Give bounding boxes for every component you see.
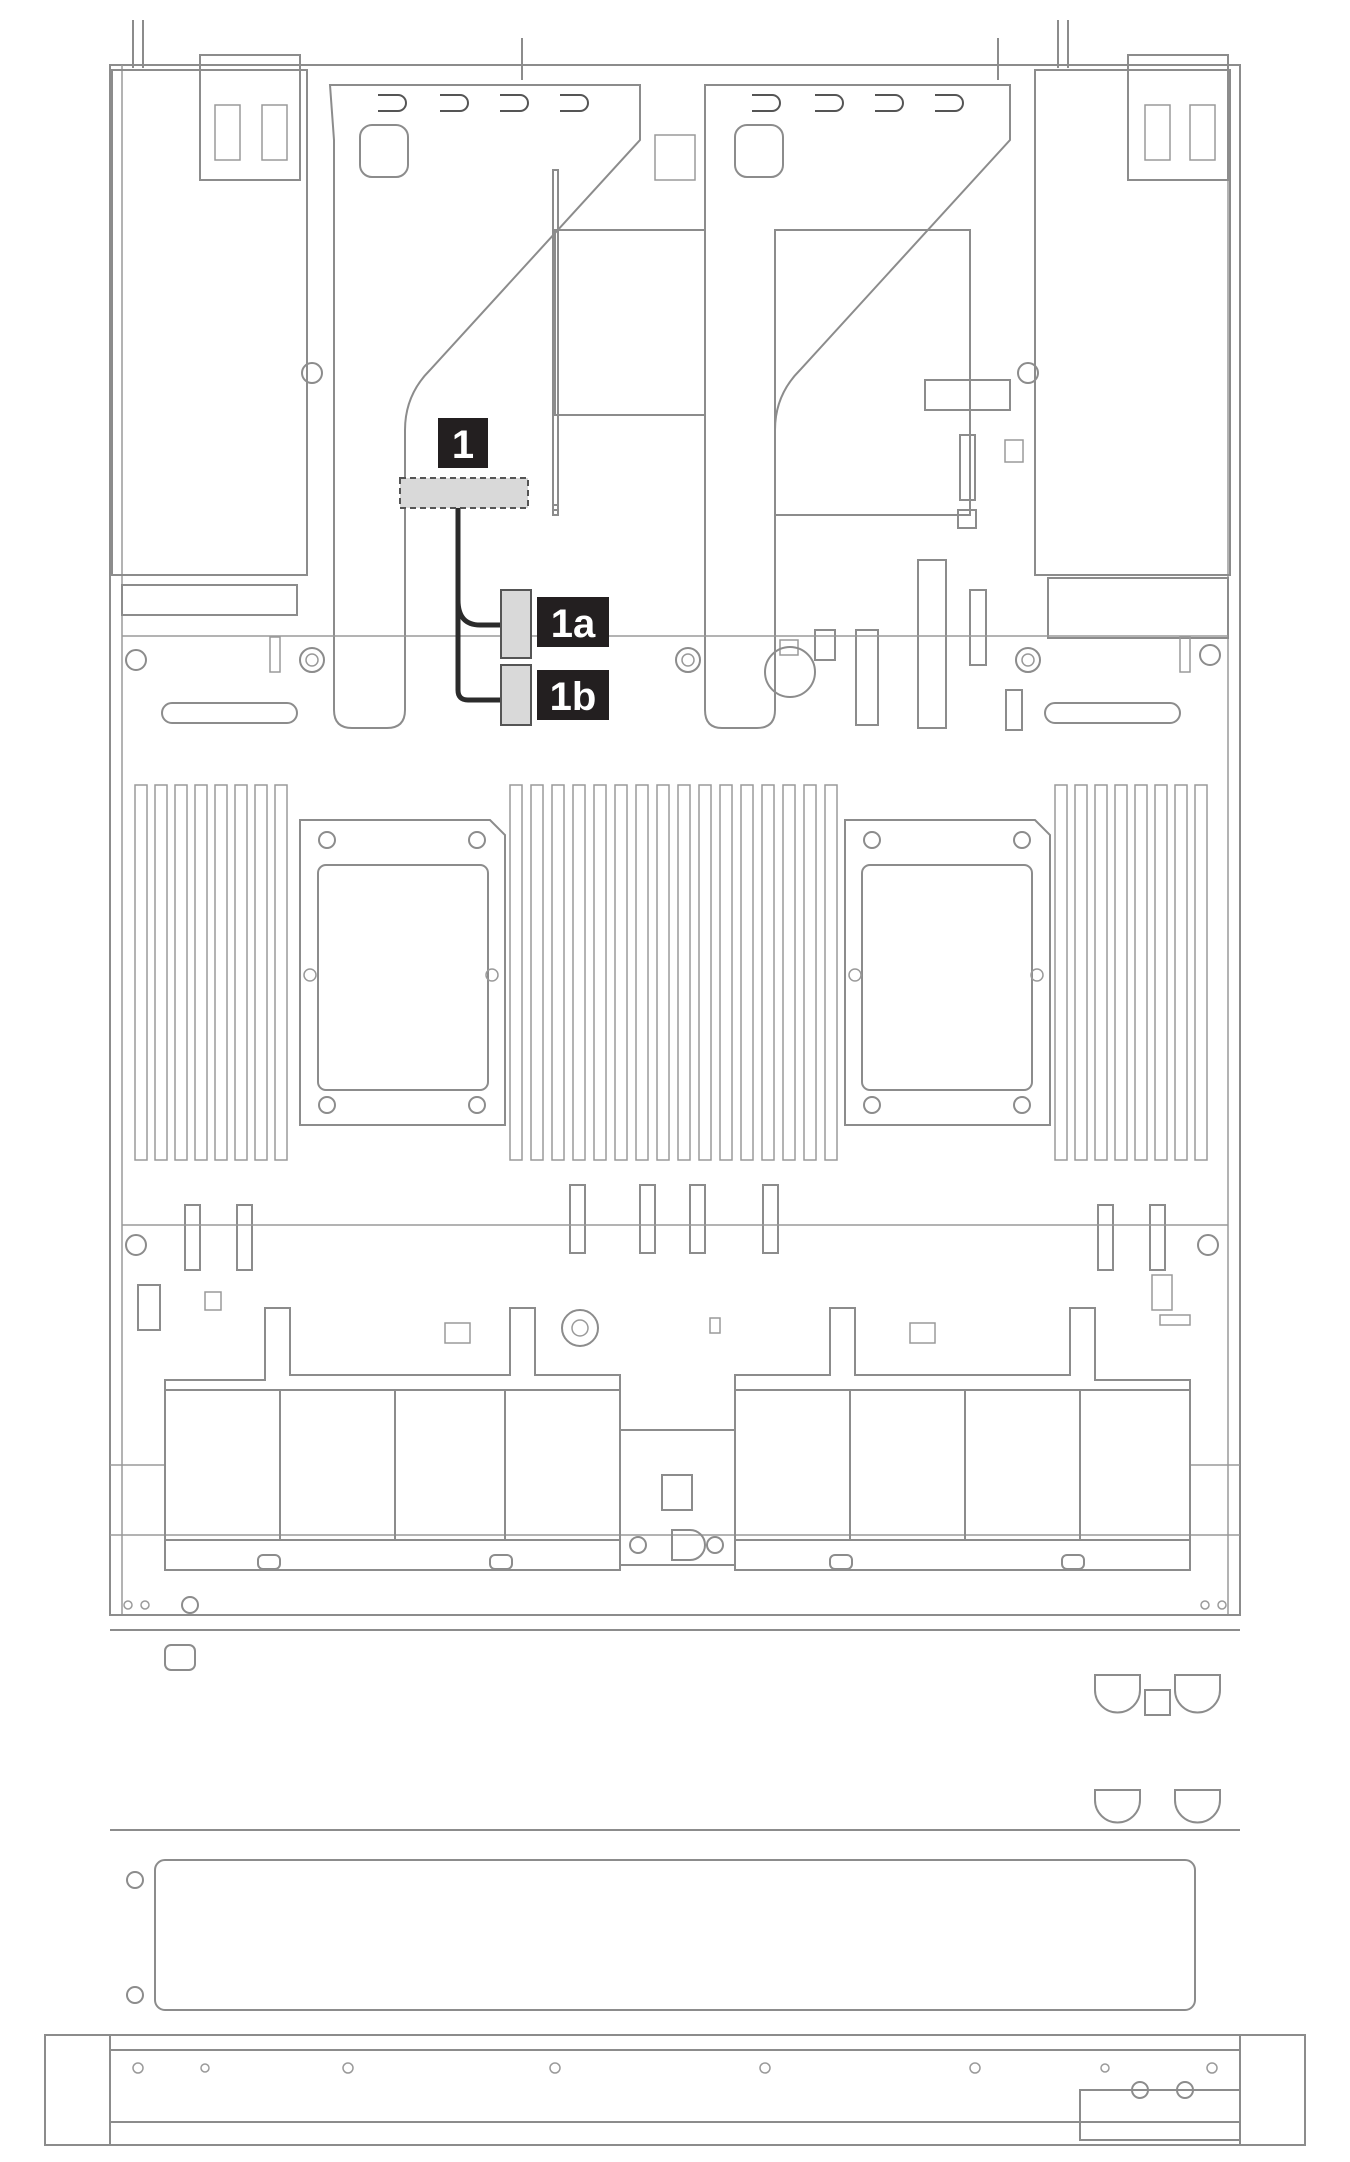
psu-left (111, 54, 308, 616)
callout-1: 1 (438, 418, 488, 468)
board-connector-1a-highlight (500, 589, 532, 659)
board-connectors-upper (764, 434, 1024, 731)
callout-1b-text: 1b (550, 675, 597, 719)
processor-socket-2 (844, 819, 1051, 1126)
edge-connectors (122, 635, 1228, 724)
fan-cage (110, 1307, 1240, 1571)
dimm-bank-left (134, 784, 288, 1161)
callout-1a-text: 1a (551, 602, 596, 646)
cable-route (455, 508, 500, 703)
board-connector-1b-highlight (500, 664, 532, 726)
processor-socket-1 (299, 819, 506, 1126)
dimm-bank-center (509, 784, 838, 1161)
front-bezel (44, 2034, 1306, 2146)
dimm-bank-right (1054, 784, 1208, 1161)
callout-1a: 1a (537, 597, 609, 647)
riser-2 (675, 84, 1041, 729)
front-section (110, 1596, 1240, 2011)
psu-right (1034, 54, 1231, 639)
riser-card-area (554, 134, 1011, 516)
callout-1-text: 1 (452, 423, 474, 467)
riser-connector-highlight (399, 477, 529, 509)
riser-1 (299, 84, 641, 729)
callout-1b: 1b (537, 670, 609, 720)
board-connectors-lower (122, 1184, 1228, 1347)
